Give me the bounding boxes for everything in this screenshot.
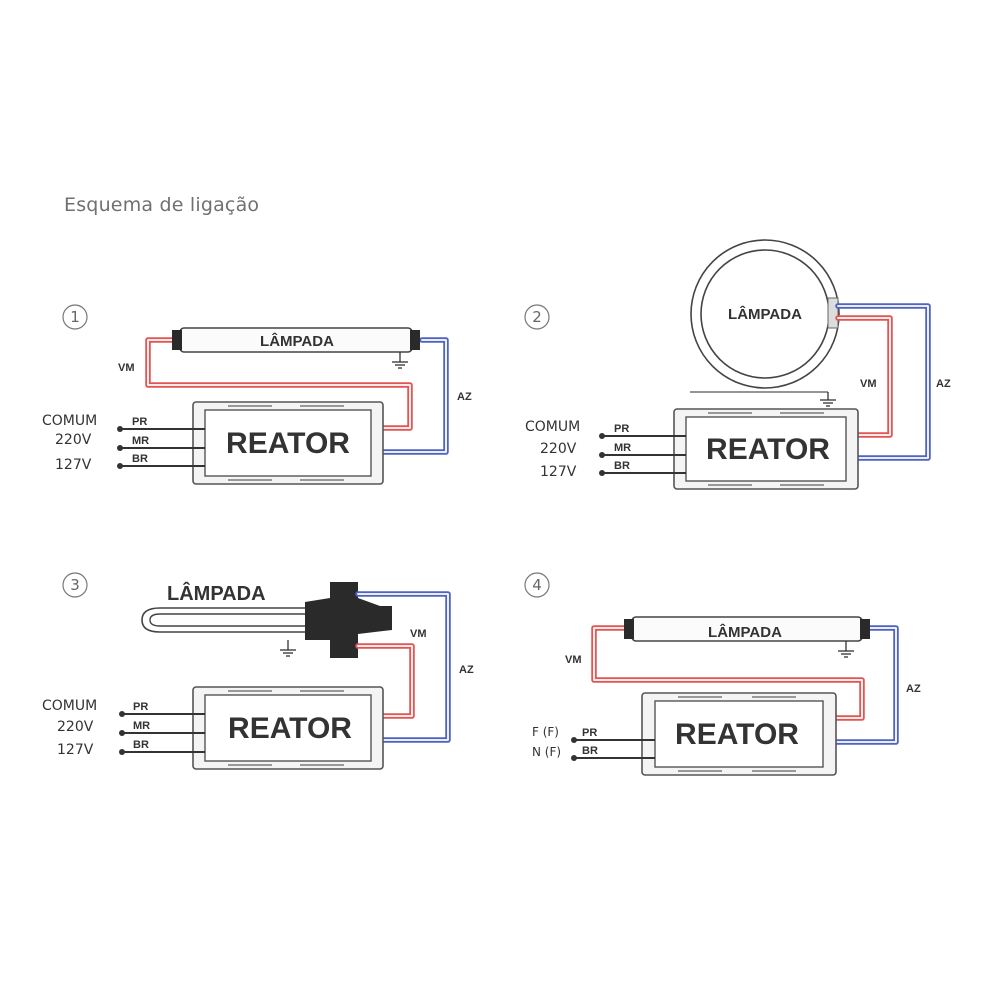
diagram-3-voltage-220: 220V	[57, 719, 94, 735]
diagram-4-voltage-f: F (F)	[532, 725, 559, 739]
diagram-2: 2 LÂMPADA REATOR PR	[524, 239, 951, 490]
diagram-1-voltage-127: 127V	[55, 457, 92, 473]
diagram-1-ballast-face	[204, 409, 372, 477]
diagram-4-lamp-cap-left	[624, 619, 634, 639]
diagram-1-lamp-cap-right	[410, 330, 420, 350]
diagram-1-red-label: VM	[118, 362, 135, 374]
diagram-3-number: 3	[70, 576, 80, 594]
diagram-2-ballast-label: REATOR	[706, 433, 830, 466]
diagram-4-ground-icon	[838, 641, 854, 658]
diagram-1-number: 1	[70, 308, 80, 326]
diagram-2-ballast-face	[685, 416, 847, 482]
diagram-3-voltage-comum: COMUM	[42, 698, 97, 714]
diagram-4-red-label: VM	[565, 654, 582, 666]
diagram-4-lamp-cap-right	[860, 619, 870, 639]
diagram-1-lamp-cap-left	[172, 330, 182, 350]
diagram-2-voltage-comum: COMUM	[525, 419, 580, 435]
diagram-3-wire-mr: MR	[133, 720, 150, 732]
diagram-4-number-circle	[524, 572, 550, 598]
diagram-4-lamp-label: LÂMPADA	[708, 623, 782, 641]
diagram-2-lamp-label: LÂMPADA	[728, 305, 802, 323]
diagram-1-voltage-220: 220V	[55, 432, 92, 448]
diagram-3-red-label: VM	[410, 628, 427, 640]
diagram-3-wire-br: BR	[133, 739, 149, 751]
diagram-2-blue-label: AZ	[936, 378, 951, 390]
diagram-2-voltage-127: 127V	[540, 464, 577, 480]
diagram-4-voltage-n: N (F)	[532, 745, 561, 759]
diagram-3-wire-pr: PR	[133, 701, 148, 713]
diagram-2-wire-pr: PR	[614, 423, 629, 435]
diagram-3-blue-label: AZ	[459, 664, 474, 676]
diagram-1-blue-label: AZ	[457, 391, 472, 403]
diagram-1-wire-mr: MR	[132, 435, 149, 447]
diagram-4-ballast-label: REATOR	[675, 718, 799, 751]
diagram-1: 1 LÂMPADA REATOR PR	[42, 304, 472, 485]
diagram-2-number-circle	[524, 304, 550, 330]
diagram-2-wire-mr: MR	[614, 442, 631, 454]
diagram-1-voltage-comum: COMUM	[42, 413, 97, 429]
diagram-1-number-circle	[62, 304, 88, 330]
diagram-1-lamp-label: LÂMPADA	[260, 332, 334, 350]
diagram-3-number-circle	[62, 572, 88, 598]
page-title: Esquema de ligação	[64, 194, 260, 216]
diagram-3-lamp-label: LÂMPADA	[167, 581, 266, 605]
diagram-4-wire-br: BR	[582, 745, 598, 757]
diagram-1-ballast-label: REATOR	[226, 427, 350, 460]
diagram-4-blue-label: AZ	[906, 683, 921, 695]
diagram-3-voltage-127: 127V	[57, 742, 94, 758]
diagram-2-wire-br: BR	[614, 460, 630, 472]
diagram-4-wire-pr: PR	[582, 727, 597, 739]
diagram-2-red-label: VM	[860, 378, 877, 390]
diagram-3-ballast-face	[204, 694, 372, 762]
diagram-1-ground-icon	[392, 352, 408, 369]
diagram-3-ground-icon	[280, 640, 296, 657]
diagram-2-number: 2	[532, 308, 542, 326]
diagram-3-pl-lamp	[141, 607, 312, 633]
diagram-2-voltage-220: 220V	[540, 441, 577, 457]
diagram-4-ballast-face	[654, 700, 824, 768]
diagram-4-number: 4	[532, 576, 542, 594]
diagram-2-ground-icon	[820, 392, 836, 407]
diagram-1-wire-pr: PR	[132, 416, 147, 428]
diagram-3-socket	[305, 582, 392, 658]
diagram-1-wire-br: BR	[132, 453, 148, 465]
diagram-4: 4 LÂMPADA REATOR PR BR F	[524, 572, 921, 776]
diagram-2-circular-lamp	[690, 239, 840, 389]
diagram-3: 3 LÂMPADA REATOR PR	[42, 572, 474, 770]
diagram-3-ballast-label: REATOR	[228, 712, 352, 745]
